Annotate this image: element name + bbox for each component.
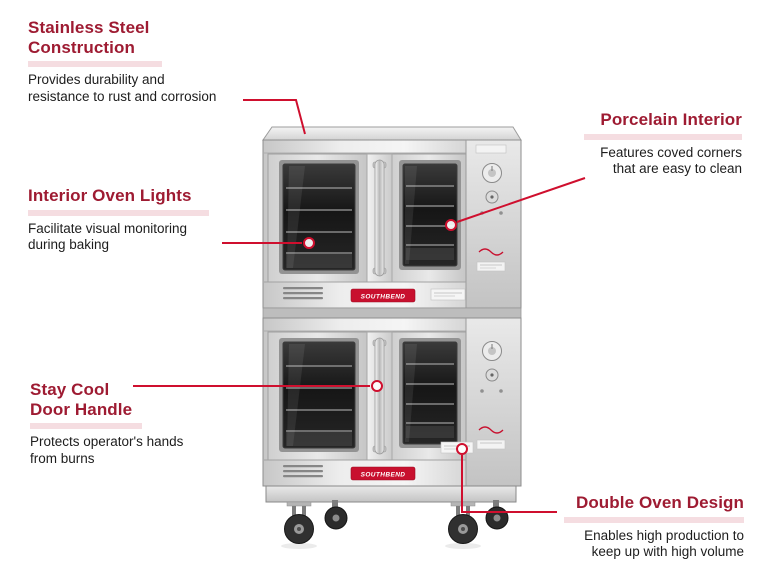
callout-description: Features coved corners that are easy to …	[532, 145, 742, 177]
heading-underline	[584, 133, 742, 140]
door-handle	[372, 159, 387, 277]
oven-base	[265, 485, 517, 503]
heading-line: Door Handle	[30, 399, 133, 419]
feature-marker-stay-cool-handle	[371, 380, 383, 392]
convection-oven: SOUTHBEND	[262, 126, 522, 549]
control-panel	[465, 139, 522, 309]
oven-deck-lower: SOUTHBEND	[262, 317, 522, 487]
series-script	[478, 426, 504, 434]
vent-louvers	[283, 287, 323, 300]
spec-label	[475, 144, 507, 154]
oven-deck-upper: SOUTHBEND	[262, 139, 522, 309]
heading-line: Interior Oven Lights	[28, 186, 192, 205]
feature-marker-interior-oven-lights	[303, 237, 315, 249]
heading-underline	[28, 209, 209, 216]
feature-marker-porcelain-interior	[445, 219, 457, 231]
series-script	[478, 248, 504, 256]
callout-heading: Stay Cool Door Handle	[30, 380, 240, 419]
indicator-light	[499, 389, 503, 393]
callout-heading: Porcelain Interior	[532, 110, 742, 130]
callout-porcelain-interior: Porcelain Interior Features coved corner…	[532, 110, 742, 177]
oven-racks	[286, 187, 352, 254]
callout-description: Provides durability and resistance to ru…	[28, 72, 258, 104]
description-line: resistance to rust and corrosion	[28, 88, 217, 104]
connector-porcelain-interior	[456, 177, 586, 223]
deck-divider	[262, 307, 522, 319]
oven-window-right	[399, 160, 461, 270]
heading-underline	[30, 423, 142, 430]
control-panel	[465, 317, 522, 487]
vent-louvers	[283, 465, 323, 478]
brand-text: SOUTHBEND	[361, 294, 406, 301]
door-handle	[372, 337, 387, 455]
description-line: Features coved corners	[600, 144, 742, 160]
callout-description: Facilitate visual monitoring during baki…	[28, 221, 258, 253]
callout-description: Protects operator's hands from burns	[30, 434, 240, 466]
spec-label	[476, 261, 506, 272]
heading-underline	[564, 516, 744, 523]
oven-window-left	[279, 338, 359, 452]
heading-line: Double Oven Design	[575, 493, 744, 512]
caster-rear-left	[324, 500, 348, 530]
description-line: from burns	[30, 450, 95, 466]
indicator-light	[480, 389, 484, 393]
brand-text: SOUTHBEND	[361, 472, 406, 479]
callout-stay-cool-door-handle: Stay Cool Door Handle Protects operator'…	[30, 380, 240, 467]
callout-heading: Stainless Steel Construction	[28, 18, 258, 57]
callout-connectors	[133, 99, 586, 513]
callout-stainless-steel-construction: Stainless Steel Construction Provides du…	[28, 18, 258, 105]
indicator-light	[499, 211, 503, 215]
feature-marker-double-oven	[456, 443, 468, 455]
description-line: during baking	[28, 236, 110, 252]
caster-rear-right	[485, 500, 509, 530]
callout-double-oven-design: Double Oven Design Enables high producti…	[524, 493, 744, 560]
callout-interior-oven-lights: Interior Oven Lights Facilitate visual m…	[28, 186, 258, 253]
callout-heading: Double Oven Design	[524, 493, 744, 513]
oven-window-left	[279, 160, 359, 274]
oven-racks	[286, 365, 352, 432]
connector-stainless-steel	[243, 99, 306, 135]
description-line: keep up with high volume	[591, 543, 744, 559]
heading-line: Porcelain Interior	[600, 110, 742, 129]
description-line: Protects operator's hands	[30, 434, 184, 450]
connector-double-oven	[461, 455, 557, 513]
brand-plate: SOUTHBEND	[350, 288, 416, 303]
heading-line: Construction	[28, 37, 135, 57]
oven-top	[262, 126, 522, 141]
heading-line: Stainless Steel	[28, 18, 150, 37]
spec-label	[430, 288, 466, 301]
spec-label	[476, 439, 506, 450]
oven-racks	[406, 363, 454, 424]
caster-front-left	[284, 501, 314, 544]
description-line: Facilitate visual monitoring	[28, 220, 188, 236]
description-line: Provides durability and	[28, 72, 165, 88]
brand-plate: SOUTHBEND	[350, 466, 416, 481]
heading-line: Stay Cool	[30, 380, 110, 399]
heading-underline	[28, 61, 162, 68]
description-line: Enables high production to	[584, 527, 744, 543]
description-line: that are easy to clean	[612, 160, 742, 176]
callout-description: Enables high production to keep up with …	[524, 528, 744, 560]
callout-heading: Interior Oven Lights	[28, 186, 258, 206]
oven-window-right	[399, 338, 461, 448]
